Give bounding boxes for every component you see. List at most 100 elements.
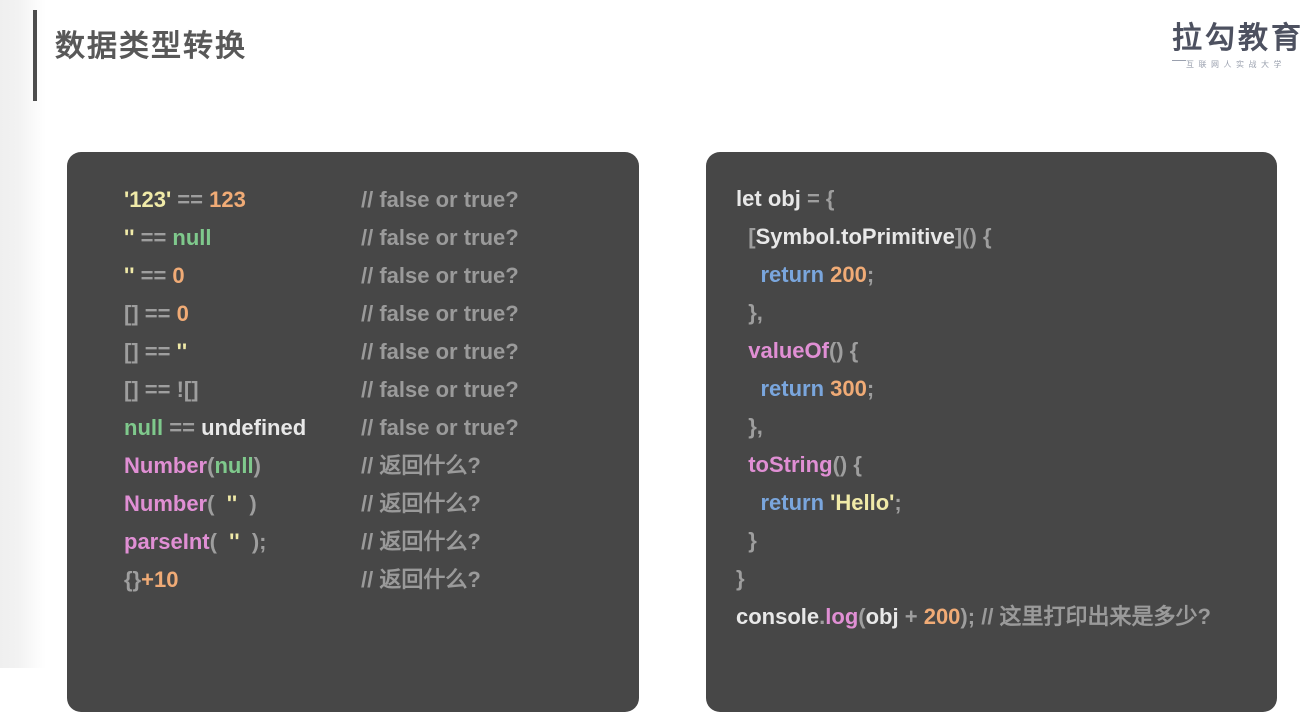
code-comment: // 返回什么? bbox=[361, 491, 481, 516]
code-token: return bbox=[760, 262, 825, 287]
code-line: }, bbox=[736, 408, 1277, 446]
code-token: }, bbox=[748, 414, 763, 439]
code-token: 0 bbox=[172, 263, 185, 288]
code-token: = bbox=[806, 186, 820, 211]
code-line: parseInt( '' );// 返回什么? bbox=[124, 523, 639, 561]
code-token: '' bbox=[124, 225, 135, 250]
code-token: ); bbox=[960, 604, 976, 629]
code-token: ); bbox=[239, 529, 267, 554]
code-token: ![] bbox=[176, 377, 199, 402]
code-token: == bbox=[144, 301, 171, 326]
code-token: return bbox=[760, 490, 825, 515]
code-token: 10 bbox=[153, 567, 179, 592]
code-line: console.log(obj + 200); // 这里打印出来是多少? bbox=[736, 598, 1277, 636]
code-line: let obj = { bbox=[736, 180, 1277, 218]
code-token: ( bbox=[207, 453, 215, 478]
code-expression: {}+10 bbox=[124, 561, 361, 599]
code-block-comparisons-body: '123' == 123// false or true?'' == null/… bbox=[67, 152, 639, 599]
code-token: log bbox=[825, 604, 859, 629]
code-comment: // 返回什么? bbox=[361, 567, 481, 592]
code-token: '' bbox=[124, 263, 135, 288]
code-token: + bbox=[141, 567, 154, 592]
code-line: } bbox=[736, 522, 1277, 560]
code-token: 200 bbox=[830, 262, 867, 287]
code-token: == bbox=[169, 415, 195, 440]
code-token: [] bbox=[124, 339, 139, 364]
code-token bbox=[736, 300, 748, 325]
code-token: () bbox=[962, 224, 977, 249]
code-comment: // 返回什么? bbox=[361, 453, 481, 478]
left-edge-gradient bbox=[0, 0, 46, 668]
code-line: null == undefined// false or true? bbox=[124, 409, 639, 447]
code-expression: null == undefined bbox=[124, 409, 361, 447]
code-line: return 300; bbox=[736, 370, 1277, 408]
code-token: == bbox=[177, 187, 203, 212]
code-token: 0 bbox=[176, 301, 189, 326]
code-token: 'Hello' bbox=[830, 490, 895, 515]
code-token: { bbox=[853, 452, 862, 477]
code-token: ( bbox=[858, 604, 866, 629]
code-expression: Number( '' ) bbox=[124, 485, 361, 523]
title-accent-bar bbox=[33, 10, 37, 101]
code-token: ; bbox=[894, 490, 902, 515]
code-line: Number( '' )// 返回什么? bbox=[124, 485, 639, 523]
code-token: null bbox=[172, 225, 212, 250]
code-token: // 这里打印出来是多少? bbox=[981, 604, 1211, 629]
code-token bbox=[736, 262, 760, 287]
code-comment: // false or true? bbox=[361, 263, 519, 288]
code-token: == bbox=[140, 263, 167, 288]
code-token: Number bbox=[124, 491, 208, 516]
code-line: toString() { bbox=[736, 446, 1277, 484]
code-expression: '' == 0 bbox=[124, 257, 361, 295]
code-token: parseInt bbox=[124, 529, 210, 554]
brand-name: 拉勾教育 bbox=[1172, 22, 1302, 55]
code-token: valueOf bbox=[748, 338, 829, 363]
code-token: Number bbox=[124, 453, 208, 478]
code-token bbox=[736, 528, 748, 553]
code-token: . bbox=[819, 604, 826, 629]
code-expression: Number(null) bbox=[124, 447, 361, 485]
code-block-object-primitive: let obj = { [Symbol.toPrimitive]() { ret… bbox=[706, 152, 1277, 712]
code-token: [ bbox=[748, 224, 756, 249]
code-token: obj bbox=[865, 604, 899, 629]
code-token: Symbol.toPrimitive bbox=[755, 224, 955, 249]
code-token: } bbox=[748, 528, 757, 553]
code-token: let bbox=[736, 186, 762, 211]
code-token: console bbox=[736, 604, 820, 629]
slide-header: 数据类型转换 拉勾教育 互联网人实战大学 bbox=[0, 0, 1302, 118]
code-token: { bbox=[849, 338, 859, 363]
code-token: ( bbox=[209, 529, 230, 554]
code-expression: parseInt( '' ); bbox=[124, 523, 361, 561]
code-token: { bbox=[982, 224, 992, 249]
code-line: '' == null// false or true? bbox=[124, 219, 639, 257]
code-token bbox=[736, 338, 748, 363]
brand-rule-decoration bbox=[1172, 60, 1186, 61]
code-token: () bbox=[828, 338, 844, 363]
code-block-object-primitive-body: let obj = { [Symbol.toPrimitive]() { ret… bbox=[706, 152, 1277, 636]
code-comment: // false or true? bbox=[361, 225, 519, 250]
code-line: '123' == 123// false or true? bbox=[124, 181, 639, 219]
code-token bbox=[736, 376, 760, 401]
code-token bbox=[736, 224, 748, 249]
page-title: 数据类型转换 bbox=[55, 30, 247, 63]
code-token: [] bbox=[124, 377, 139, 402]
code-comment: // false or true? bbox=[361, 377, 519, 402]
code-block-comparisons: '123' == 123// false or true?'' == null/… bbox=[67, 152, 639, 712]
code-token: {} bbox=[124, 567, 142, 592]
code-token: { bbox=[825, 186, 835, 211]
code-token: + bbox=[904, 604, 918, 629]
code-line: }, bbox=[736, 294, 1277, 332]
code-token: ; bbox=[866, 262, 875, 287]
code-token: ; bbox=[866, 376, 875, 401]
code-expression: '123' == 123 bbox=[124, 181, 361, 219]
code-token: [] bbox=[124, 301, 139, 326]
code-token: return bbox=[760, 376, 825, 401]
code-token: 300 bbox=[830, 376, 867, 401]
code-line: [Symbol.toPrimitive]() { bbox=[736, 218, 1277, 256]
code-token bbox=[736, 414, 748, 439]
code-expression: '' == null bbox=[124, 219, 361, 257]
code-token: () bbox=[832, 452, 848, 477]
brand-subtitle: 互联网人实战大学 bbox=[1186, 60, 1286, 69]
code-line: return 'Hello'; bbox=[736, 484, 1277, 522]
code-token: ) bbox=[253, 453, 261, 478]
